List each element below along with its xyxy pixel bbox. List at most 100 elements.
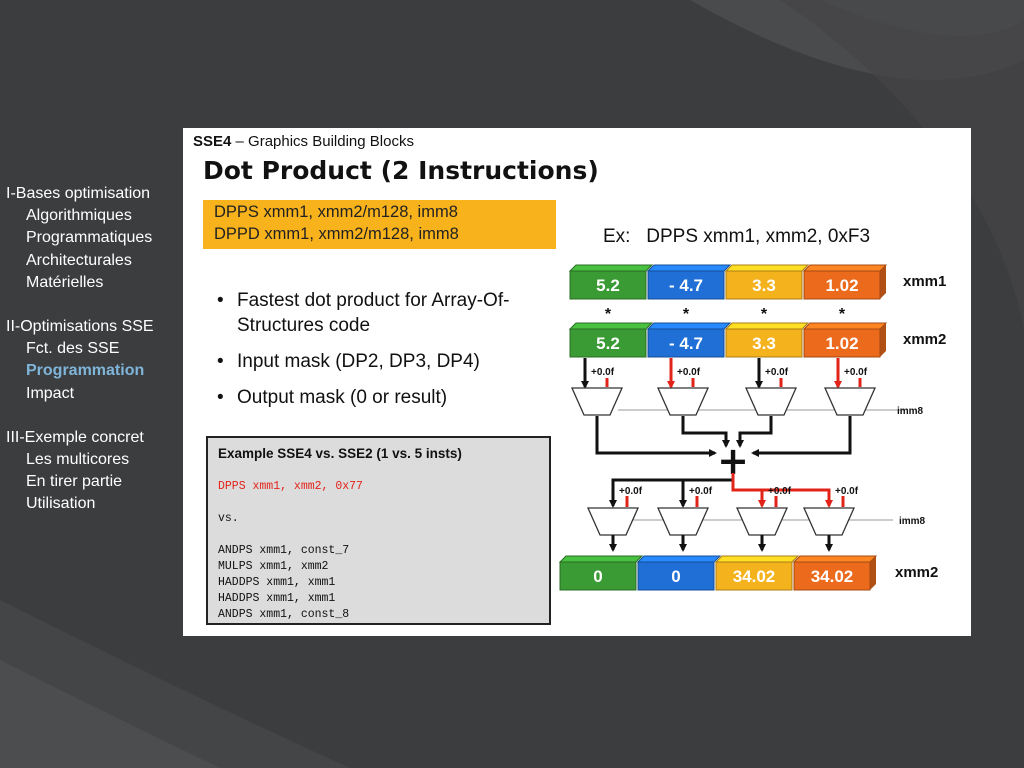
xmm1-cell: [569, 270, 647, 300]
mux-funnel-bottom: [802, 507, 856, 536]
code-line: vs.: [218, 512, 239, 525]
outline-item: Les multicores: [26, 451, 130, 469]
outline-item: Programmatiques: [26, 229, 153, 247]
result-cell-top: [714, 555, 800, 563]
bullet-item: Output mask (0 or result): [211, 385, 541, 410]
result-value: 34.02: [811, 567, 854, 586]
mux-funnel-top: [744, 387, 798, 416]
xmm2-cell-top: [724, 322, 810, 330]
xmm1-cell: [647, 270, 725, 300]
imm8-label-top: imm8: [897, 406, 924, 417]
zero-label-bottom: +0.0f: [835, 486, 859, 497]
mux-funnel-top: [656, 387, 710, 416]
xmm1-value: 1.02: [825, 276, 858, 295]
zero-label-bottom: +0.0f: [619, 486, 643, 497]
xmm2-value: - 4.7: [669, 334, 703, 353]
xmm1-value: - 4.7: [669, 276, 703, 295]
multiply-symbol: *: [683, 306, 690, 323]
multiply-symbol: *: [839, 306, 846, 323]
mux-funnel-bottom: [735, 507, 789, 536]
sum-input-arrow: [736, 416, 773, 448]
xmm2-cell-top: [568, 322, 654, 330]
slide-panel: SSE4 – Graphics Building Blocks Dot Prod…: [183, 128, 971, 636]
outline-section: II-Optimisations SSE: [6, 318, 154, 336]
result-label: xmm2: [895, 564, 938, 581]
outline-section: I-Bases optimisation: [6, 185, 151, 202]
xmm1-cell-top: [724, 264, 810, 272]
example-text: Ex: DPPS xmm1, xmm2, 0xF3: [603, 226, 871, 247]
xmm2-value: 1.02: [825, 334, 858, 353]
result-value: 0: [593, 567, 602, 586]
xmm2-cell-side: [880, 323, 886, 357]
outline-item: Architecturales: [26, 251, 132, 269]
slide-title: Dot Product (2 Instructions): [203, 156, 599, 185]
result-cell-side: [870, 556, 876, 590]
distribute-arrow: [731, 473, 766, 508]
code-line: DPPS xmm1, xmm2, 0x77: [218, 480, 363, 493]
result-cell-top: [792, 555, 878, 563]
mux-funnel-top: [823, 387, 877, 416]
result-cell: [637, 561, 715, 591]
instruction-dpps: DPPS xmm1, xmm2/m128, imm8: [214, 203, 458, 221]
result-cell: [793, 561, 871, 591]
header-suffix: – Graphics Building Blocks: [231, 133, 414, 150]
result-cell: [559, 561, 637, 591]
result-value: 0: [671, 567, 680, 586]
xmm1-cell: [725, 270, 803, 300]
xmm1-cell-top: [568, 264, 654, 272]
xmm1-cell-side: [880, 265, 886, 299]
outline-item: En tirer partie: [26, 473, 123, 491]
instruction-box: DPPS xmm1, xmm2/m128, imm8 DPPD xmm1, xm…: [203, 200, 556, 249]
zero-label-bottom: +0.0f: [689, 486, 713, 497]
bullet-item: Input mask (DP2, DP3, DP4): [211, 349, 541, 374]
code-example-box: Example SSE4 vs. SSE2 (1 vs. 5 insts) DP…: [206, 436, 551, 625]
xmm1-value: 3.3: [752, 276, 776, 295]
mux-funnel-bottom: [656, 507, 710, 536]
xmm2-value: 3.3: [752, 334, 776, 353]
multiply-symbol: *: [761, 306, 768, 323]
xmm2-label: xmm2: [903, 331, 946, 348]
zero-label-top: +0.0f: [591, 367, 615, 378]
outline-item: Programmation: [26, 362, 145, 380]
code-line: ANDPS xmm1, const_7: [218, 544, 350, 557]
bullet-list: Fastest dot product for Array-Of-Structu…: [211, 288, 541, 421]
code-box-title: Example SSE4 vs. SSE2 (1 vs. 5 insts): [218, 446, 462, 461]
outline-item: Fct. des SSE: [26, 340, 120, 358]
zero-label-top: +0.0f: [844, 367, 868, 378]
xmm2-cell: [647, 328, 725, 358]
xmm1-cell: [803, 270, 881, 300]
zero-label-top: +0.0f: [677, 367, 701, 378]
sum-input-arrow: [595, 416, 717, 457]
multiply-symbol: *: [605, 306, 612, 323]
xmm2-cell-top: [646, 322, 732, 330]
distribute-arrow: [762, 488, 833, 508]
bullet-item: Fastest dot product for Array-Of-Structu…: [211, 288, 541, 338]
result-cell-top: [558, 555, 644, 563]
result-value: 34.02: [733, 567, 776, 586]
mux-funnel-top: [570, 387, 624, 416]
outline-item: Utilisation: [26, 495, 96, 513]
sum-input-arrow: [681, 416, 730, 448]
xmm2-cell: [803, 328, 881, 358]
instruction-dppd: DPPD xmm1, xmm2/m128, imm8: [214, 225, 459, 243]
zero-label-bottom: +0.0f: [768, 486, 792, 497]
code-line: MULPS xmm1, xmm2: [218, 560, 329, 573]
xmm1-cell-top: [802, 264, 888, 272]
xmm2-cell-top: [802, 322, 888, 330]
outline-item: Impact: [26, 384, 75, 402]
sum-input-arrow: [751, 416, 852, 457]
imm8-label-bottom: imm8: [899, 516, 926, 527]
xmm2-cell: [569, 328, 647, 358]
slide-header: SSE4 – Graphics Building Blocks: [193, 133, 414, 150]
code-line: HADDPS xmm1, xmm1: [218, 576, 336, 589]
zero-label-top: +0.0f: [765, 367, 789, 378]
code-line: ANDPS xmm1, const_8: [218, 608, 350, 621]
xmm1-value: 5.2: [596, 276, 620, 295]
outline-item: Matérielles: [26, 273, 104, 291]
result-cell: [715, 561, 793, 591]
mux-funnel-bottom: [586, 507, 640, 536]
code-line: HADDPS xmm1, xmm1: [218, 592, 336, 605]
xmm2-value: 5.2: [596, 334, 620, 353]
